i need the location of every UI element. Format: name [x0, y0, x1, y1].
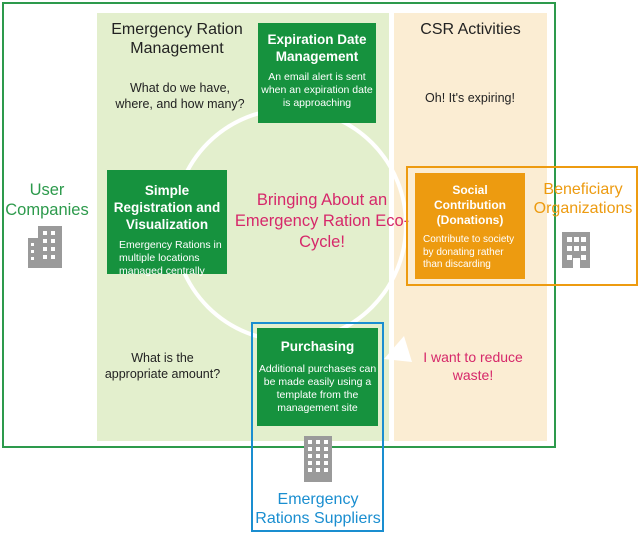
expiration-date-box: Expiration Date Management An email aler…: [258, 23, 376, 123]
purchasing-box: Purchasing Additional purchases can be m…: [257, 328, 378, 426]
beneficiary-frame: [406, 166, 638, 286]
expiration-date-text: An email alert is sent when an expiratio…: [261, 71, 373, 109]
eco-cycle-center-text: Bringing About an Emergency Ration Eco-C…: [234, 191, 410, 251]
user-companies-frame: [2, 2, 556, 448]
simple-registration-title: Simple Registration and Visualization: [113, 183, 221, 232]
reduce-waste-remark: I want to reduce waste!: [423, 349, 523, 383]
expiring-remark: Oh! It's expiring!: [425, 91, 515, 105]
expiration-date-title: Expiration Date Management: [267, 32, 367, 64]
what-do-we-have-question: What do we have, where, and how many?: [115, 81, 245, 111]
building-icon: [28, 226, 62, 268]
building-icon: [304, 436, 332, 482]
csr-activities-title: CSR Activities: [420, 21, 521, 38]
user-companies-label: User Companies: [5, 181, 89, 219]
donation-title: Social Contribution (Donations): [434, 183, 506, 227]
cycle-arrowhead: [384, 336, 412, 362]
simple-registration-box: Simple Registration and Visualization Em…: [107, 170, 227, 277]
beneficiary-label: Beneficiary Organizations: [533, 181, 633, 217]
suppliers-frame: [251, 322, 384, 532]
purchasing-text: Additional purchases can be made easily …: [258, 363, 377, 414]
appropriate-amount-question: What is the appropriate amount?: [104, 351, 221, 381]
donation-box: Social Contribution (Donations) Contribu…: [415, 173, 525, 279]
simple-registration-text: Emergency Rations in multiple locations …: [119, 239, 222, 277]
ration-management-title: Emergency Ration Management: [111, 21, 243, 57]
suppliers-label: Emergency Rations Suppliers: [255, 491, 381, 527]
donation-text: Contribute to society by donating rather…: [423, 234, 515, 270]
purchasing-title: Purchasing: [280, 339, 355, 354]
building-icon: [562, 232, 590, 268]
